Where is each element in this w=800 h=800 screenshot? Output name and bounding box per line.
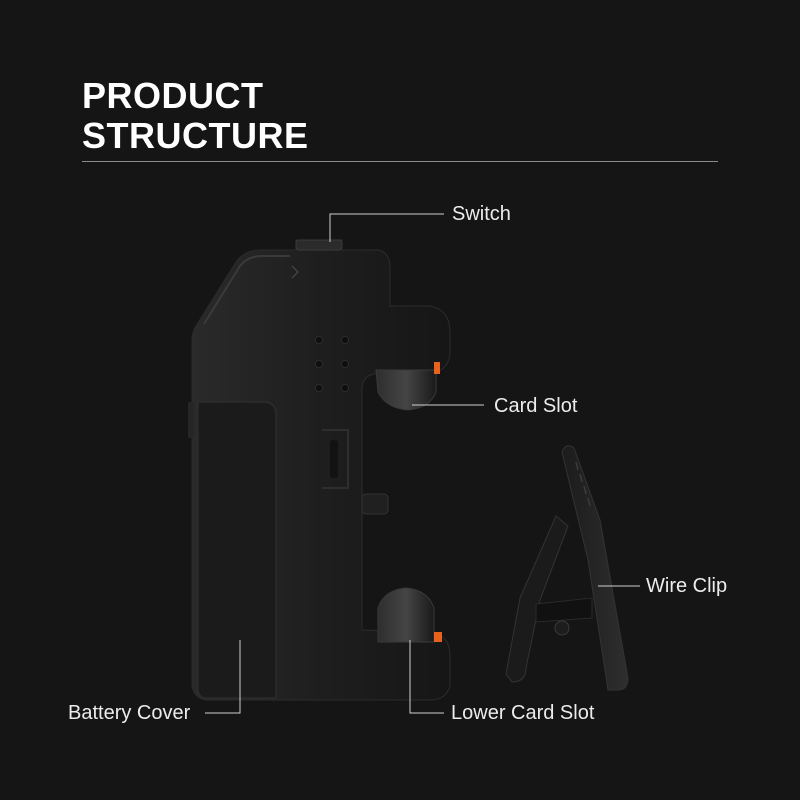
cover-latch: [188, 402, 194, 438]
clip-front-arm: [505, 515, 569, 683]
wire-clip: [505, 445, 629, 691]
lower-card-slot-knob: [377, 587, 442, 643]
edge-highlight: [203, 255, 290, 325]
callout-wire-clip: Wire Clip: [646, 575, 728, 597]
leader-lower-card-slot: [409, 640, 444, 714]
arrow-mark: [291, 265, 299, 279]
clip-teeth: [575, 461, 591, 507]
callout-card-slot: Card Slot: [494, 395, 578, 417]
clip-pivot: [554, 620, 570, 636]
callout-lower-card-slot: Lower Card Slot: [451, 702, 595, 724]
inner-slot: [330, 440, 338, 478]
clip-spring: [535, 597, 593, 623]
side-tab: [361, 493, 389, 515]
title-divider: [82, 161, 718, 162]
switch-nub: [295, 239, 343, 251]
title-line-2: STRUCTURE: [82, 115, 309, 156]
title-line-1: PRODUCT: [82, 75, 264, 116]
upper-card-slot-knob: [375, 362, 440, 411]
leader-switch: [329, 213, 444, 242]
page-title: PRODUCT STRUCTURE: [82, 76, 309, 156]
clip-back-arm: [561, 445, 629, 691]
callout-battery-cover: Battery Cover: [68, 702, 191, 724]
callout-switch: Switch: [452, 203, 511, 225]
battery-cover-panel: [197, 401, 277, 699]
leader-lines: [205, 213, 640, 714]
vent-dots: [315, 336, 349, 392]
leader-battery-cover: [205, 640, 241, 714]
inner-groove: [322, 429, 349, 489]
accent-mark-upper: [434, 362, 440, 374]
accent-mark-lower: [434, 632, 442, 642]
main-device: [188, 239, 451, 701]
